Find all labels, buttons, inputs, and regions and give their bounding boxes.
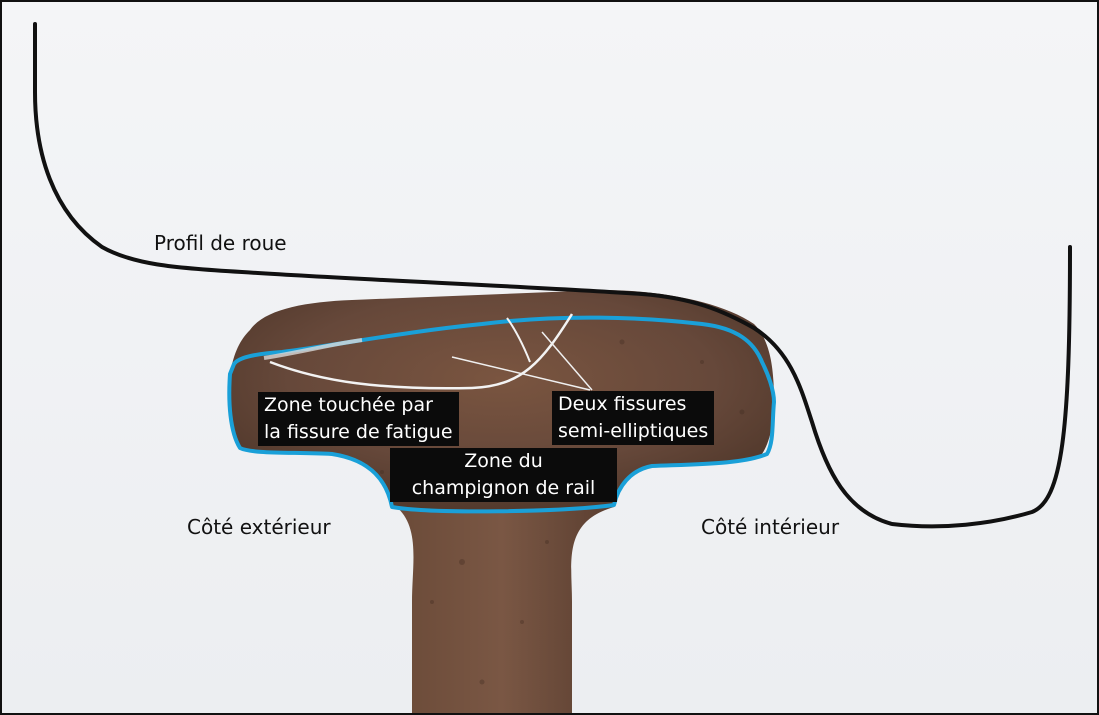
fatigue-zone-label: Zone touchée par la fissure de fatigue — [258, 392, 459, 446]
fatigue-zone-line-2: la fissure de fatigue — [264, 421, 453, 443]
railhead-zone-label: Zone du champignon de rail — [390, 448, 617, 502]
rail-head — [229, 290, 775, 512]
inner-side-label: Côté intérieur — [701, 515, 840, 539]
two-cracks-line-1: Deux fissures — [558, 393, 687, 415]
rail-web — [390, 502, 614, 713]
railhead-zone-line-1: Zone du — [464, 450, 543, 472]
two-cracks-label: Deux fissures semi-elliptiques — [552, 391, 715, 445]
two-cracks-line-2: semi-elliptiques — [558, 420, 709, 442]
wheel-profile-label: Profil de roue — [154, 231, 287, 255]
wheel-profile-curve — [33, 22, 1072, 529]
outer-side-label: Côté extérieur — [187, 515, 331, 539]
fatigue-zone-line-1: Zone touchée par — [264, 394, 433, 416]
fatigue-crack-front — [269, 313, 574, 390]
second-crack-front — [506, 317, 531, 363]
railhead-zone-outline — [227, 315, 776, 514]
damaged-edge — [263, 338, 363, 360]
railhead-zone-line-2: champignon de rail — [411, 477, 596, 499]
pointer-line-2 — [541, 331, 593, 391]
pointer-line-1 — [451, 356, 591, 391]
